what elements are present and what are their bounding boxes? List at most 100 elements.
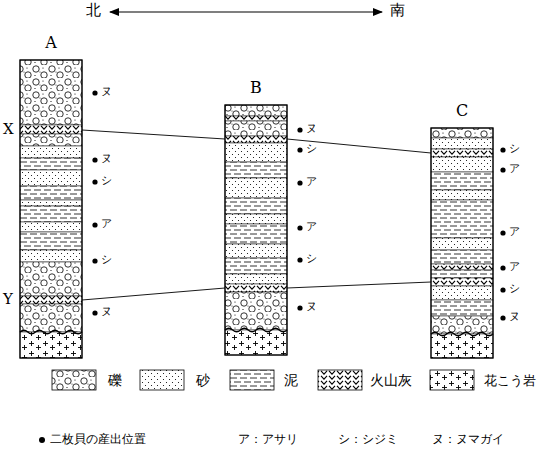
fossil-letter: シ xyxy=(101,175,112,186)
fossil-dot xyxy=(500,265,505,270)
ash-layer xyxy=(225,284,287,292)
correlation-line xyxy=(287,139,431,153)
column-outline xyxy=(20,60,82,358)
mud-layer xyxy=(431,172,493,190)
gravel-layer xyxy=(20,134,82,146)
legend-swatch xyxy=(230,370,274,390)
column-label: A xyxy=(20,35,82,51)
fossil-letter: ア xyxy=(509,261,520,272)
gravel-layer xyxy=(225,292,287,330)
fossil-dot xyxy=(92,90,97,95)
gravel-layer xyxy=(431,128,493,138)
fossil-letter: ヌ xyxy=(101,153,112,164)
fossil-dot xyxy=(500,147,505,152)
legend-text: 火山灰 xyxy=(370,373,412,387)
legend-text: 礫 xyxy=(108,373,122,387)
ash-layer xyxy=(431,149,493,157)
key-label: ア：アサリ xyxy=(238,433,298,445)
fossil-dot xyxy=(297,225,302,230)
sand-layer xyxy=(225,214,287,224)
correlation-line xyxy=(287,282,431,288)
strata-column: C xyxy=(431,128,493,358)
legend-swatch xyxy=(140,370,184,390)
fossil-letter: ア xyxy=(101,218,112,229)
mud-layer xyxy=(20,186,82,200)
mud-layer xyxy=(20,206,82,222)
fossil-letter: ヌ xyxy=(306,301,317,312)
fossil-dot xyxy=(297,180,302,185)
fossil-letter: ア xyxy=(306,221,317,232)
ash-layer xyxy=(225,116,287,121)
fossil-letter: ヌ xyxy=(306,123,317,134)
fossil-dot xyxy=(500,230,505,235)
fossil-dot xyxy=(92,258,97,263)
column-label: B xyxy=(225,80,287,96)
key-label: シ：シジミ xyxy=(338,433,398,445)
legend-swatch xyxy=(52,370,96,390)
sand-layer xyxy=(20,200,82,206)
sand-layer xyxy=(431,238,493,250)
mud-layer xyxy=(431,250,493,264)
mud-layer xyxy=(225,258,287,274)
column-outline xyxy=(431,128,493,358)
legend-text: 花こう岩 xyxy=(484,374,536,387)
ash-layer xyxy=(431,264,493,270)
ash-layer xyxy=(20,296,82,304)
fossil-dot xyxy=(297,147,302,152)
fossil-letter: シ xyxy=(306,253,317,264)
fossil-letter: ア xyxy=(306,176,317,187)
legend-swatch xyxy=(430,370,474,390)
fossil-dot xyxy=(297,127,302,132)
unconformity-line xyxy=(225,328,287,332)
fossil-dot xyxy=(500,167,505,172)
legend-text: 二枚貝の産出位置 xyxy=(50,433,146,445)
mud-layer xyxy=(20,232,82,250)
unconformity-line xyxy=(431,332,493,336)
legend-swatch xyxy=(318,370,362,390)
sand-layer xyxy=(20,222,82,232)
gravel-layer xyxy=(225,105,287,116)
granite-layer xyxy=(431,334,493,358)
fossil-letter: ヌ xyxy=(101,86,112,97)
key-label: ヌ：ヌマガイ xyxy=(432,433,504,445)
correlation-line xyxy=(82,288,225,300)
sand-layer xyxy=(225,274,287,284)
legend-text: 砂 xyxy=(196,373,210,387)
horizon-label: Y xyxy=(3,292,13,307)
mud-layer xyxy=(20,158,82,170)
fossil-letter: ア xyxy=(509,163,520,174)
mud-layer xyxy=(225,162,287,178)
mud-layer xyxy=(431,300,493,316)
gravel-layer xyxy=(225,121,287,136)
fossil-dot xyxy=(92,157,97,162)
direction-label: 南 xyxy=(390,3,405,18)
fossil-letter: シ xyxy=(101,254,112,265)
mud-layer xyxy=(225,224,287,244)
gravel-layer xyxy=(431,316,493,334)
fossil-dot xyxy=(92,222,97,227)
legend-text: 泥 xyxy=(284,373,298,387)
fossil-dot xyxy=(92,179,97,184)
column-outline xyxy=(225,105,287,355)
sand-layer xyxy=(20,250,82,262)
fossil-dot xyxy=(500,315,505,320)
horizon-label: X xyxy=(3,122,14,137)
fossil-letter: ヌ xyxy=(101,306,112,317)
sand-layer xyxy=(225,244,287,258)
sand-layer xyxy=(431,190,493,200)
legend-dot xyxy=(39,437,45,443)
ash-layer xyxy=(431,278,493,286)
fossil-dot xyxy=(500,287,505,292)
fossil-letter: ヌ xyxy=(509,311,520,322)
sand-layer xyxy=(431,138,493,149)
sand-layer xyxy=(20,146,82,158)
sand-layer xyxy=(20,170,82,186)
granite-layer xyxy=(225,330,287,355)
column-label: C xyxy=(431,103,493,119)
north-south-arrow xyxy=(110,11,382,12)
fossil-letter: シ xyxy=(509,143,520,154)
gravel-layer xyxy=(20,60,82,125)
gravel-layer xyxy=(20,262,82,296)
mud-layer xyxy=(431,270,493,278)
